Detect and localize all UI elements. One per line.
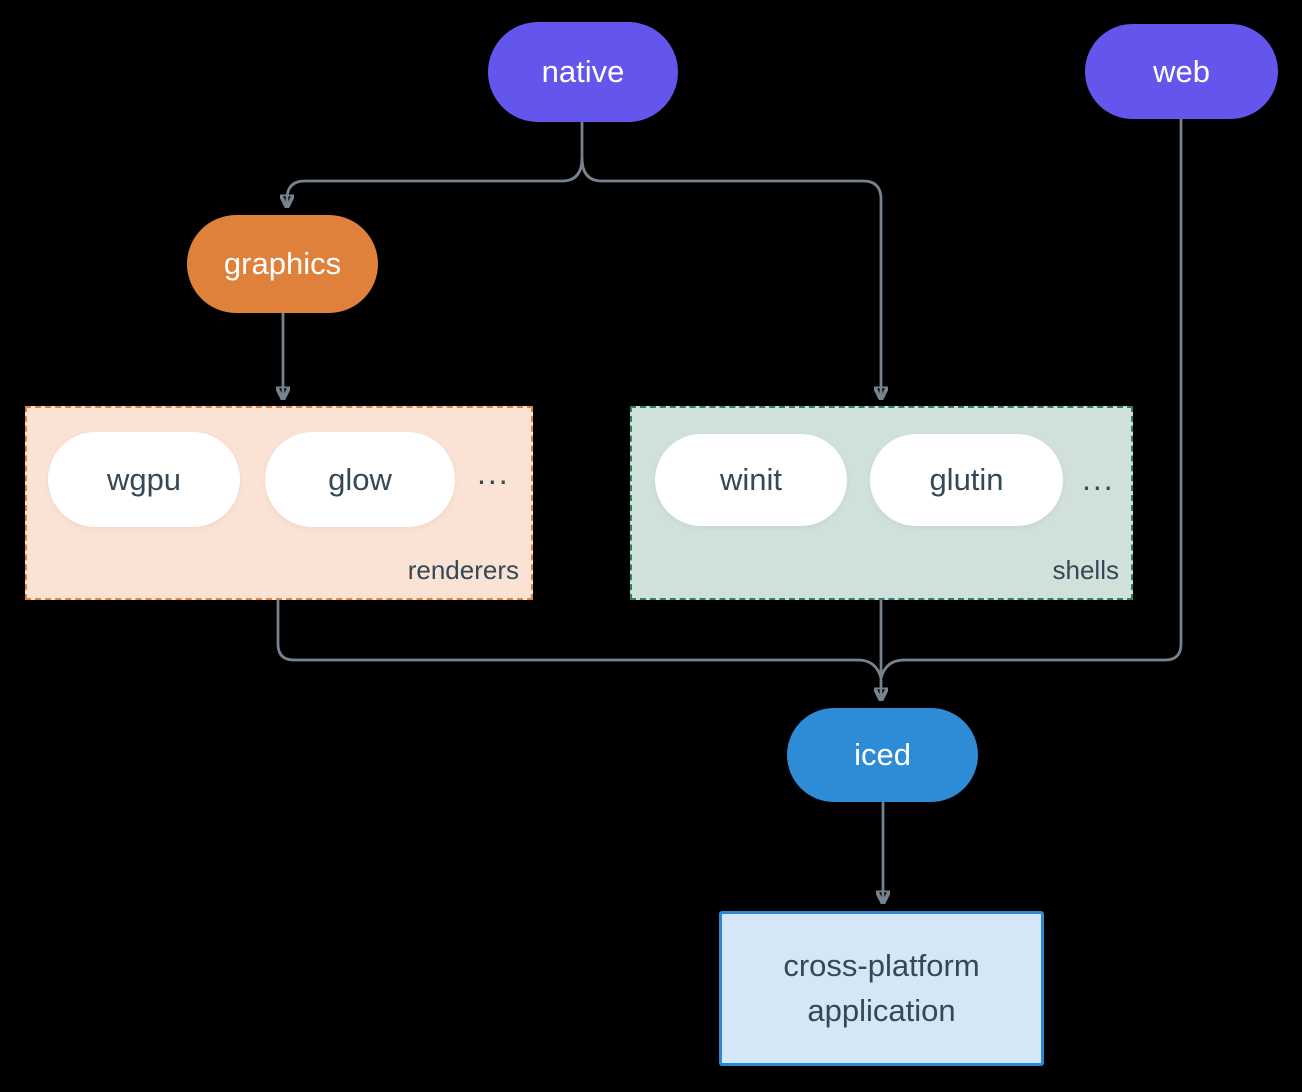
pill-glow-label: glow — [328, 461, 392, 497]
pill-glutin-label: glutin — [929, 462, 1004, 497]
edge-renderers-to-merge — [276, 600, 883, 679]
node-web: web — [1085, 24, 1278, 119]
edge-web-to-merge — [879, 119, 1183, 679]
shells-ellipsis: ... — [1082, 461, 1115, 497]
node-graphics: graphics — [187, 215, 378, 313]
application-label-line1: cross-platform — [783, 947, 980, 983]
pill-wgpu-label: wgpu — [106, 461, 182, 497]
pill-glow: glow — [265, 432, 455, 527]
node-iced: iced — [787, 708, 978, 802]
node-iced-label: iced — [854, 737, 911, 772]
group-renderers-label: renderers — [407, 555, 519, 585]
edge-native-to-shells — [580, 157, 881, 396]
renderers-ellipsis: ... — [477, 455, 510, 491]
pill-wgpu: wgpu — [48, 432, 240, 527]
node-application: cross-platform application — [719, 911, 1044, 1066]
group-shells-label: shells — [1052, 555, 1119, 585]
node-graphics-label: graphics — [223, 246, 342, 281]
node-web-label: web — [1153, 53, 1210, 89]
pill-winit: winit — [655, 434, 847, 526]
pill-glutin: glutin — [870, 434, 1063, 526]
application-label-line2: application — [807, 992, 956, 1028]
node-native: native — [488, 22, 678, 122]
edge-native-to-graphics — [287, 157, 584, 204]
node-native-label: native — [541, 54, 625, 89]
pill-winit-label: winit — [719, 462, 782, 497]
